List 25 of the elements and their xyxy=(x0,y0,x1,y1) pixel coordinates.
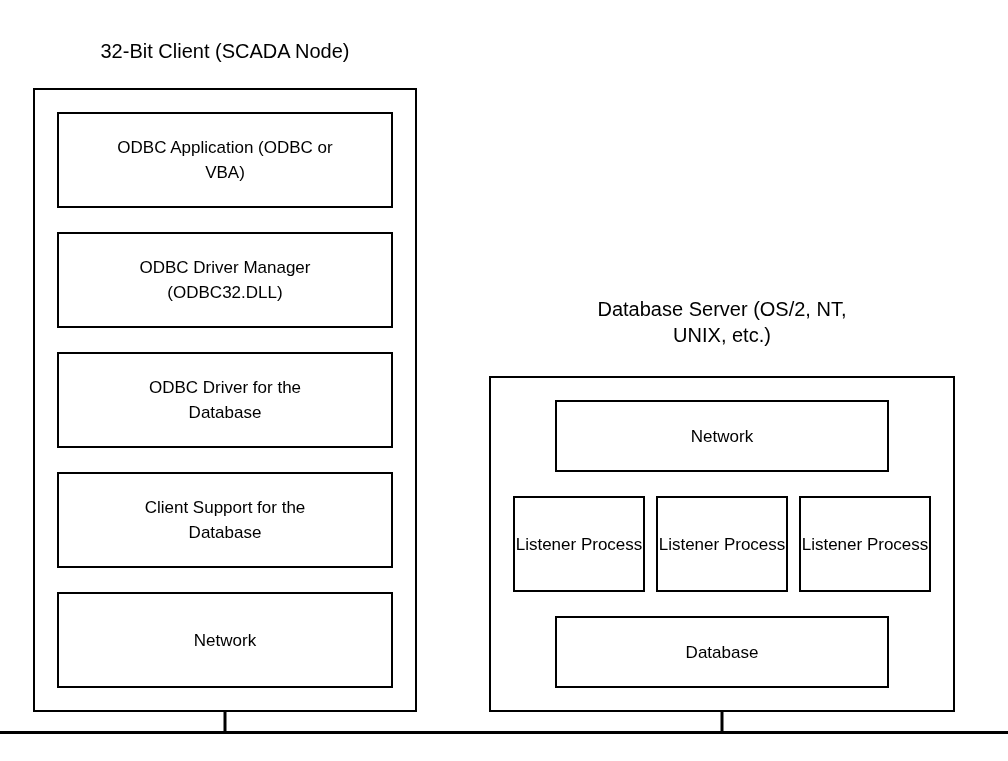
layer-box xyxy=(57,232,393,328)
layer-box xyxy=(656,496,788,592)
connector-line xyxy=(223,712,227,731)
layer-label: Network xyxy=(193,629,257,652)
layer-label: Listener Process xyxy=(801,533,929,556)
client-heading: 32-Bit Client (SCADA Node) xyxy=(99,39,351,64)
layer-box xyxy=(57,112,393,208)
layer-label: ODBC Driver for the Database xyxy=(147,377,303,424)
layer-box xyxy=(555,616,889,688)
layer-box xyxy=(57,592,393,688)
layer-label: Database xyxy=(685,641,759,664)
connector-line xyxy=(720,712,724,731)
layer-label: Listener Process xyxy=(658,533,786,556)
layer-label: Listener Process xyxy=(515,533,643,556)
layer-label: ODBC Driver Manager (ODBC32.DLL) xyxy=(138,257,312,304)
layer-box xyxy=(799,496,931,592)
layer-label: ODBC Application (ODBC or VBA) xyxy=(116,137,334,184)
layer-box xyxy=(57,472,393,568)
layer-box xyxy=(555,400,889,472)
layer-label: Client Support for the Database xyxy=(143,497,307,544)
server-heading: Database Server (OS/2, NT, UNIX, etc.) xyxy=(596,297,848,348)
layer-label: Network xyxy=(690,425,754,448)
layer-box xyxy=(57,352,393,448)
layer-box xyxy=(513,496,645,592)
bus-line xyxy=(0,731,1008,734)
